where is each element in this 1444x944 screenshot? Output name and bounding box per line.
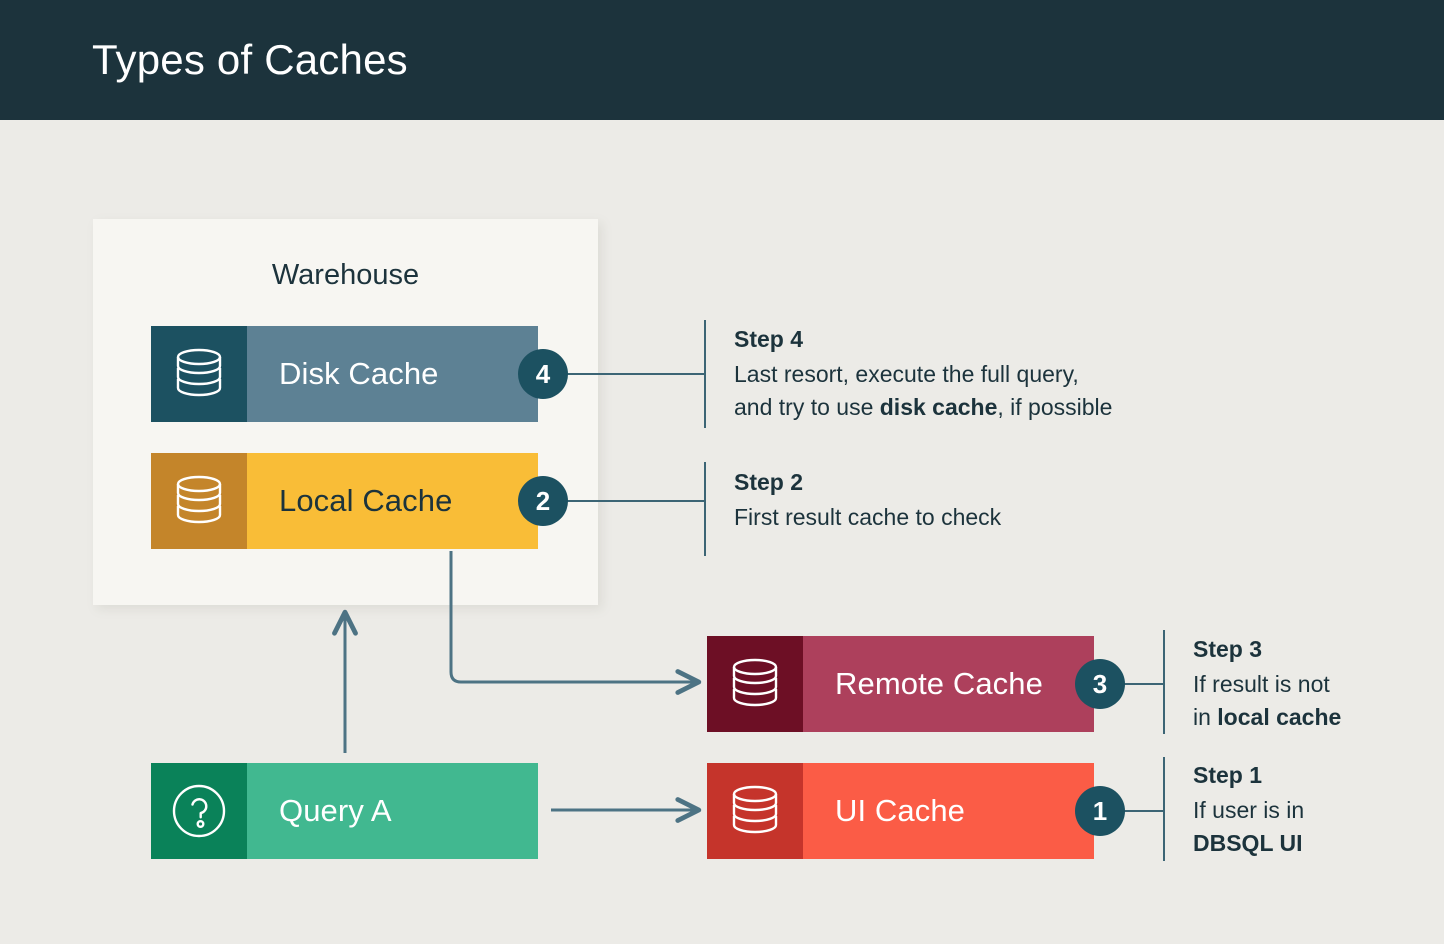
node-local-cache[interactable]: Local Cache [151,453,538,549]
step-title: Step 1 [1193,762,1263,788]
database-icon [707,636,803,732]
bracket-step-3 [1163,630,1165,734]
step-badge-4[interactable]: 4 [518,349,568,399]
question-mark-circle-icon [151,763,247,859]
page-title: Types of Caches [92,36,408,83]
connector-stub-step-1 [1122,810,1165,812]
step-title: Step 2 [734,469,804,495]
connector-stub-step-4 [566,373,706,375]
database-icon [151,326,247,422]
step-badge-2[interactable]: 2 [518,476,568,526]
step-badge-3[interactable]: 3 [1075,659,1125,709]
node-label: Disk Cache [247,326,538,422]
step-badge-1[interactable]: 1 [1075,786,1125,836]
node-remote-cache[interactable]: Remote Cache [707,636,1094,732]
database-icon [151,453,247,549]
node-label: Query A [247,763,538,859]
step-block-4: Step 4 Last resort, execute the full que… [734,324,1234,424]
bracket-step-2 [704,462,706,556]
connector-stub-step-3 [1122,683,1165,685]
node-disk-cache[interactable]: Disk Cache [151,326,538,422]
node-label: Local Cache [247,453,538,549]
step-description: First result cache to check [734,504,1002,530]
step-description: Last resort, execute the full query,and … [734,361,1113,420]
page-header: Types of Caches [0,0,1444,120]
warehouse-label: Warehouse [271,259,420,291]
database-icon [707,763,803,859]
step-title: Step 3 [1193,636,1263,662]
bracket-step-1 [1163,757,1165,861]
connector-stub-step-2 [566,500,706,502]
step-block-2: Step 2 First result cache to check [734,467,1154,534]
node-ui-cache[interactable]: UI Cache [707,763,1094,859]
node-query-a[interactable]: Query A [151,763,538,859]
bracket-step-4 [704,320,706,428]
step-title: Step 4 [734,326,804,352]
node-label: UI Cache [803,763,1094,859]
node-label: Remote Cache [803,636,1094,732]
